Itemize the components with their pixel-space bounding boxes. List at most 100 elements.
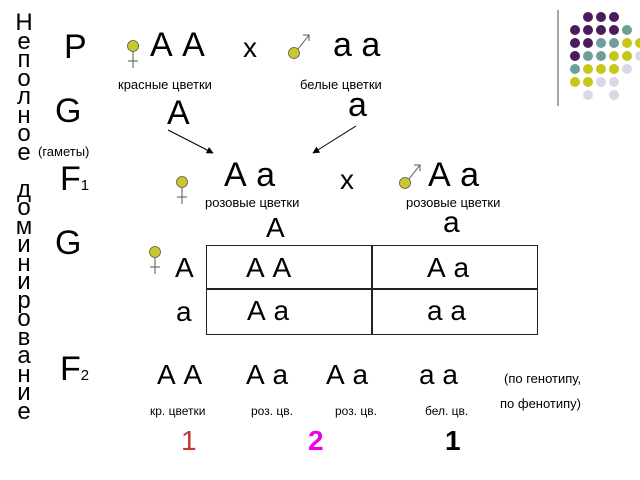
- decorative-dot: [583, 38, 593, 48]
- f1-male-genotype: А а: [428, 156, 480, 194]
- decorative-dot: [570, 38, 580, 48]
- decorative-dot: [609, 90, 619, 100]
- f1-female-phenotype: розовые цветки: [205, 195, 300, 210]
- g2-label: G: [55, 224, 82, 262]
- decorative-dot: [622, 51, 632, 61]
- f2-phenotype: роз. цв.: [251, 404, 293, 418]
- decorative-dot: [596, 64, 606, 74]
- row-gamete-1: А: [175, 252, 194, 283]
- vertical-title-letter: о: [17, 120, 31, 147]
- vertical-title-letter: н: [17, 101, 31, 129]
- col-gamete-2: а: [443, 206, 460, 239]
- decorative-dot: [622, 25, 632, 35]
- vertical-title-letter: п: [17, 46, 31, 73]
- decorative-dot: [622, 64, 632, 74]
- p-cross-sign: х: [243, 32, 257, 63]
- punnett-square: [206, 245, 538, 335]
- male-symbol-icon: [399, 164, 421, 189]
- f1-label: F1: [60, 160, 90, 198]
- f1-male-phenotype: розовые цветки: [406, 195, 501, 210]
- p-male-phenotype: белые цветки: [300, 77, 382, 92]
- decorative-dot: [596, 12, 606, 22]
- punnett-cell: а а: [427, 295, 466, 326]
- vertical-title-letter: н: [17, 249, 31, 277]
- f2-genotype: А А: [157, 359, 203, 390]
- vertical-title-letter: р: [17, 286, 31, 314]
- decorative-dot: [570, 77, 580, 87]
- f2-phenotype: кр. цветки: [150, 404, 206, 418]
- decorative-dot: [583, 25, 593, 35]
- gametes-note: (гаметы): [38, 144, 90, 159]
- punnett-horizontal-divider: [207, 288, 537, 290]
- female-symbol-icon: [127, 40, 139, 68]
- ratio-value-3: 1: [445, 425, 461, 456]
- f1-female-genotype: А а: [224, 156, 276, 194]
- decorative-dot: [583, 64, 593, 74]
- vertical-title-letter: н: [17, 360, 31, 388]
- male-symbol-icon: [288, 34, 310, 59]
- decorative-dot: [583, 90, 593, 100]
- decorative-dot: [622, 38, 632, 48]
- decorative-dot: [635, 38, 640, 48]
- punnett-cell: А а: [247, 295, 290, 326]
- vertical-title-letter: и: [17, 379, 31, 406]
- p-label: P: [64, 28, 87, 66]
- gamete-arrow-left: [167, 129, 214, 154]
- punnett-cell: А а: [427, 252, 470, 283]
- f2-label: F2: [60, 350, 90, 388]
- vertical-title-letter: е: [17, 397, 31, 425]
- vertical-title-letter: м: [15, 212, 33, 240]
- gametes-label: G: [55, 92, 82, 130]
- decorative-dot: [583, 12, 593, 22]
- f2-note-phenotype: по фенотипу): [500, 396, 582, 411]
- col-gamete-1: А: [266, 212, 285, 243]
- f2-note-genotype: (по генотипу,: [504, 371, 582, 386]
- decorative-dot: [596, 25, 606, 35]
- punnett-cell: А А: [246, 252, 292, 283]
- row-gamete-2: а: [176, 296, 192, 327]
- vertical-title-letter: е: [17, 27, 31, 55]
- gamete-female: А: [167, 94, 190, 132]
- f2-genotype: а а: [419, 359, 458, 390]
- f2-phenotype: роз. цв.: [335, 404, 377, 418]
- punnett-vertical-divider: [371, 246, 373, 334]
- decorative-dot: [609, 77, 619, 87]
- female-symbol-icon: [149, 246, 161, 274]
- female-symbol-icon: [176, 176, 188, 204]
- decorative-dot: [596, 51, 606, 61]
- decorative-dot: [570, 25, 580, 35]
- f2-phenotype: бел. цв.: [425, 404, 469, 418]
- f2-genotype: А а: [246, 359, 289, 390]
- f2-genotype: А а: [326, 359, 369, 390]
- decorative-dot: [609, 64, 619, 74]
- p-male-genotype: а а: [333, 26, 381, 64]
- decorative-divider-line: [557, 10, 559, 106]
- decorative-dot: [609, 12, 619, 22]
- vertical-title-letter: в: [17, 323, 31, 351]
- decorative-dot: [583, 77, 593, 87]
- decorative-dot: [635, 51, 640, 61]
- f1-cross-sign: х: [340, 164, 354, 195]
- f2-subscript: 2: [80, 367, 90, 384]
- vertical-title-letter: о: [17, 305, 31, 332]
- gamete-male: а: [348, 86, 367, 124]
- decorative-dot: [570, 51, 580, 61]
- vertical-title-letter: е: [17, 138, 31, 166]
- decorative-dot: [570, 64, 580, 74]
- decorative-dot: [609, 51, 619, 61]
- vertical-title-letter: и: [17, 268, 31, 295]
- vertical-title-letter: и: [17, 231, 31, 258]
- decorative-dot: [609, 38, 619, 48]
- f1-subscript: 1: [80, 177, 90, 194]
- vertical-title-letter: о: [17, 64, 31, 92]
- ratio-value-2: 2: [308, 425, 324, 456]
- ratio-value-1: 1: [181, 425, 197, 456]
- decorative-dot: [583, 51, 593, 61]
- vertical-title-letter: л: [16, 83, 31, 110]
- vertical-title-letter: о: [17, 194, 31, 221]
- decorative-dot: [596, 77, 606, 87]
- decorative-dot: [609, 25, 619, 35]
- gamete-arrow-right: [312, 125, 357, 154]
